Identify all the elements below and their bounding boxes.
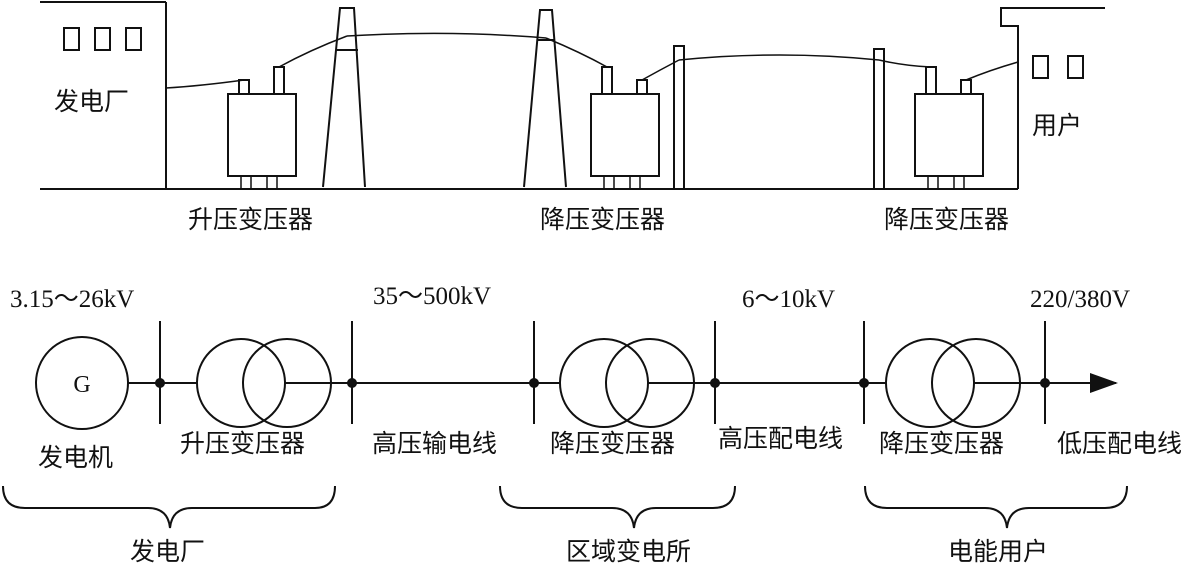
- step-down-transformer-symbol-1: [559, 338, 695, 428]
- step-down-label-2: 降压变压器: [879, 429, 1004, 458]
- plant-label: 发电厂: [54, 87, 129, 116]
- distribution-pole-2: [873, 48, 885, 190]
- user-building: [1000, 7, 1105, 189]
- step-up-transformer-picture: [227, 66, 297, 189]
- lv-dist-label: 低压配电线: [1057, 429, 1182, 458]
- brace-power-plant: [2, 485, 336, 529]
- generator-letter: G: [73, 372, 90, 398]
- group-label-power-plant: 发电厂: [130, 537, 205, 566]
- voltage-distribution-lv: 220/380V: [1030, 286, 1130, 313]
- voltage-distribution-hv: 6～10kV: [742, 286, 835, 313]
- brace-regional-substation: [499, 485, 736, 529]
- junction-dot: [859, 378, 869, 388]
- step-down-transformer-picture-2: [914, 66, 984, 189]
- junction-dot: [155, 378, 165, 388]
- junction-dot: [1040, 378, 1050, 388]
- group-braces: [2, 485, 1128, 529]
- junction-dot: [529, 378, 539, 388]
- overhead-wires: [165, 32, 1019, 89]
- hv-line-label: 高压输电线: [372, 429, 497, 458]
- junction-dot: [347, 378, 357, 388]
- transmission-tower-1: [322, 7, 366, 188]
- hv-dist-label: 高压配电线: [718, 424, 843, 453]
- top-step-up-label: 升压变压器: [188, 205, 313, 234]
- top-step-down-label-1: 降压变压器: [540, 205, 665, 234]
- group-label-regional-substation: 区域变电所: [566, 537, 691, 566]
- user-label: 用户: [1032, 111, 1082, 140]
- generator-label: 发电机: [38, 443, 113, 472]
- step-up-transformer-symbol: [196, 338, 332, 428]
- step-up-label: 升压变压器: [180, 429, 305, 458]
- voltage-transmission: 35～500kV: [373, 283, 491, 310]
- brace-power-user: [864, 485, 1128, 529]
- voltage-generator: 3.15～26kV: [10, 286, 134, 313]
- single-line-diagram: G 3.15～26kV 35～500kV 6～10kV 220/380V 发电机…: [10, 283, 1182, 472]
- generator-symbol: [35, 336, 129, 430]
- group-label-power-user: 电能用户: [948, 537, 1048, 566]
- top-step-down-label-2: 降压变压器: [884, 205, 1009, 234]
- step-down-label-1: 降压变压器: [550, 429, 675, 458]
- step-down-transformer-picture-1: [590, 66, 660, 189]
- power-plant-building: [40, 1, 167, 189]
- top-pictorial: 发电厂 升压变压器: [40, 1, 1105, 234]
- distribution-pole-1: [673, 45, 685, 190]
- junction-dot: [710, 378, 720, 388]
- step-down-transformer-symbol-2: [885, 338, 1021, 428]
